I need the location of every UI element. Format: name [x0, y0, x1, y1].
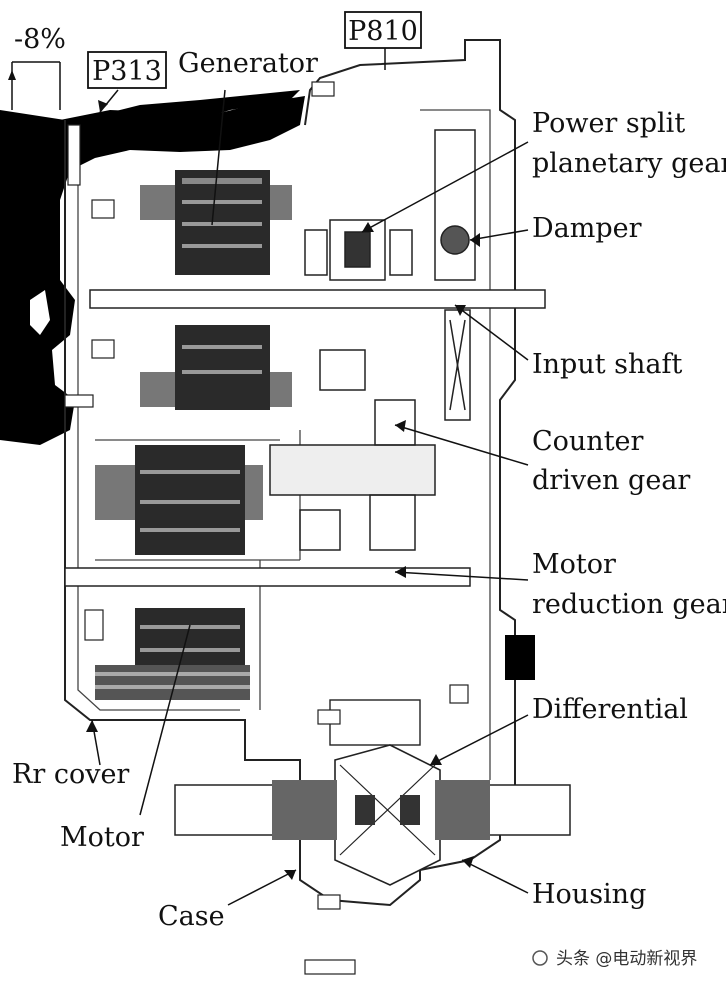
- counter-label-2: driven gear: [532, 465, 690, 496]
- p313-box: [87, 51, 167, 89]
- counter-label-1: Counter: [532, 426, 644, 457]
- case-label: Case: [158, 901, 225, 932]
- p313-label: P313: [92, 56, 162, 87]
- p810-box: [344, 11, 422, 49]
- motor-stator: [95, 445, 263, 700]
- motor-reduction-label-1: Motor: [532, 549, 616, 580]
- minus8-label: -8%: [14, 24, 66, 55]
- rr-cover-black-profile: [0, 90, 300, 445]
- differential-assembly: [272, 699, 490, 886]
- arrow-heads: [8, 70, 480, 880]
- differential-label: Differential: [532, 694, 688, 725]
- leader-lines: [11, 48, 529, 906]
- power-split-label-2: planetary gear: [532, 148, 726, 179]
- watermark: 头条 @电动新视界: [532, 949, 697, 969]
- watermark-logo-icon: [532, 950, 548, 966]
- generator-label: Generator: [178, 48, 318, 79]
- input-shaft: [89, 289, 546, 309]
- rr-cover-label: Rr cover: [12, 759, 129, 790]
- motor-reduction-label-2: reduction gear: [532, 589, 726, 620]
- power-split-gearset: [304, 219, 413, 281]
- damper-assembly: [434, 129, 476, 421]
- damper-label: Damper: [532, 213, 642, 244]
- counter-driven-gear: [299, 349, 416, 551]
- p810-label: P810: [348, 16, 418, 47]
- watermark-text: 头条 @电动新视界: [556, 949, 697, 969]
- housing-label: Housing: [532, 879, 646, 910]
- generator-stator: [140, 170, 292, 410]
- top-black-band: [60, 96, 305, 180]
- counter-shaft: [269, 444, 436, 496]
- case-mount-black: [505, 635, 535, 680]
- power-split-label-1: Power split: [532, 108, 685, 139]
- bolts: [64, 81, 469, 975]
- input-shaft-label: Input shaft: [532, 349, 682, 380]
- motor-shaft: [64, 567, 471, 587]
- rr-cover-inner-cut: [30, 290, 50, 335]
- motor-label: Motor: [60, 822, 144, 853]
